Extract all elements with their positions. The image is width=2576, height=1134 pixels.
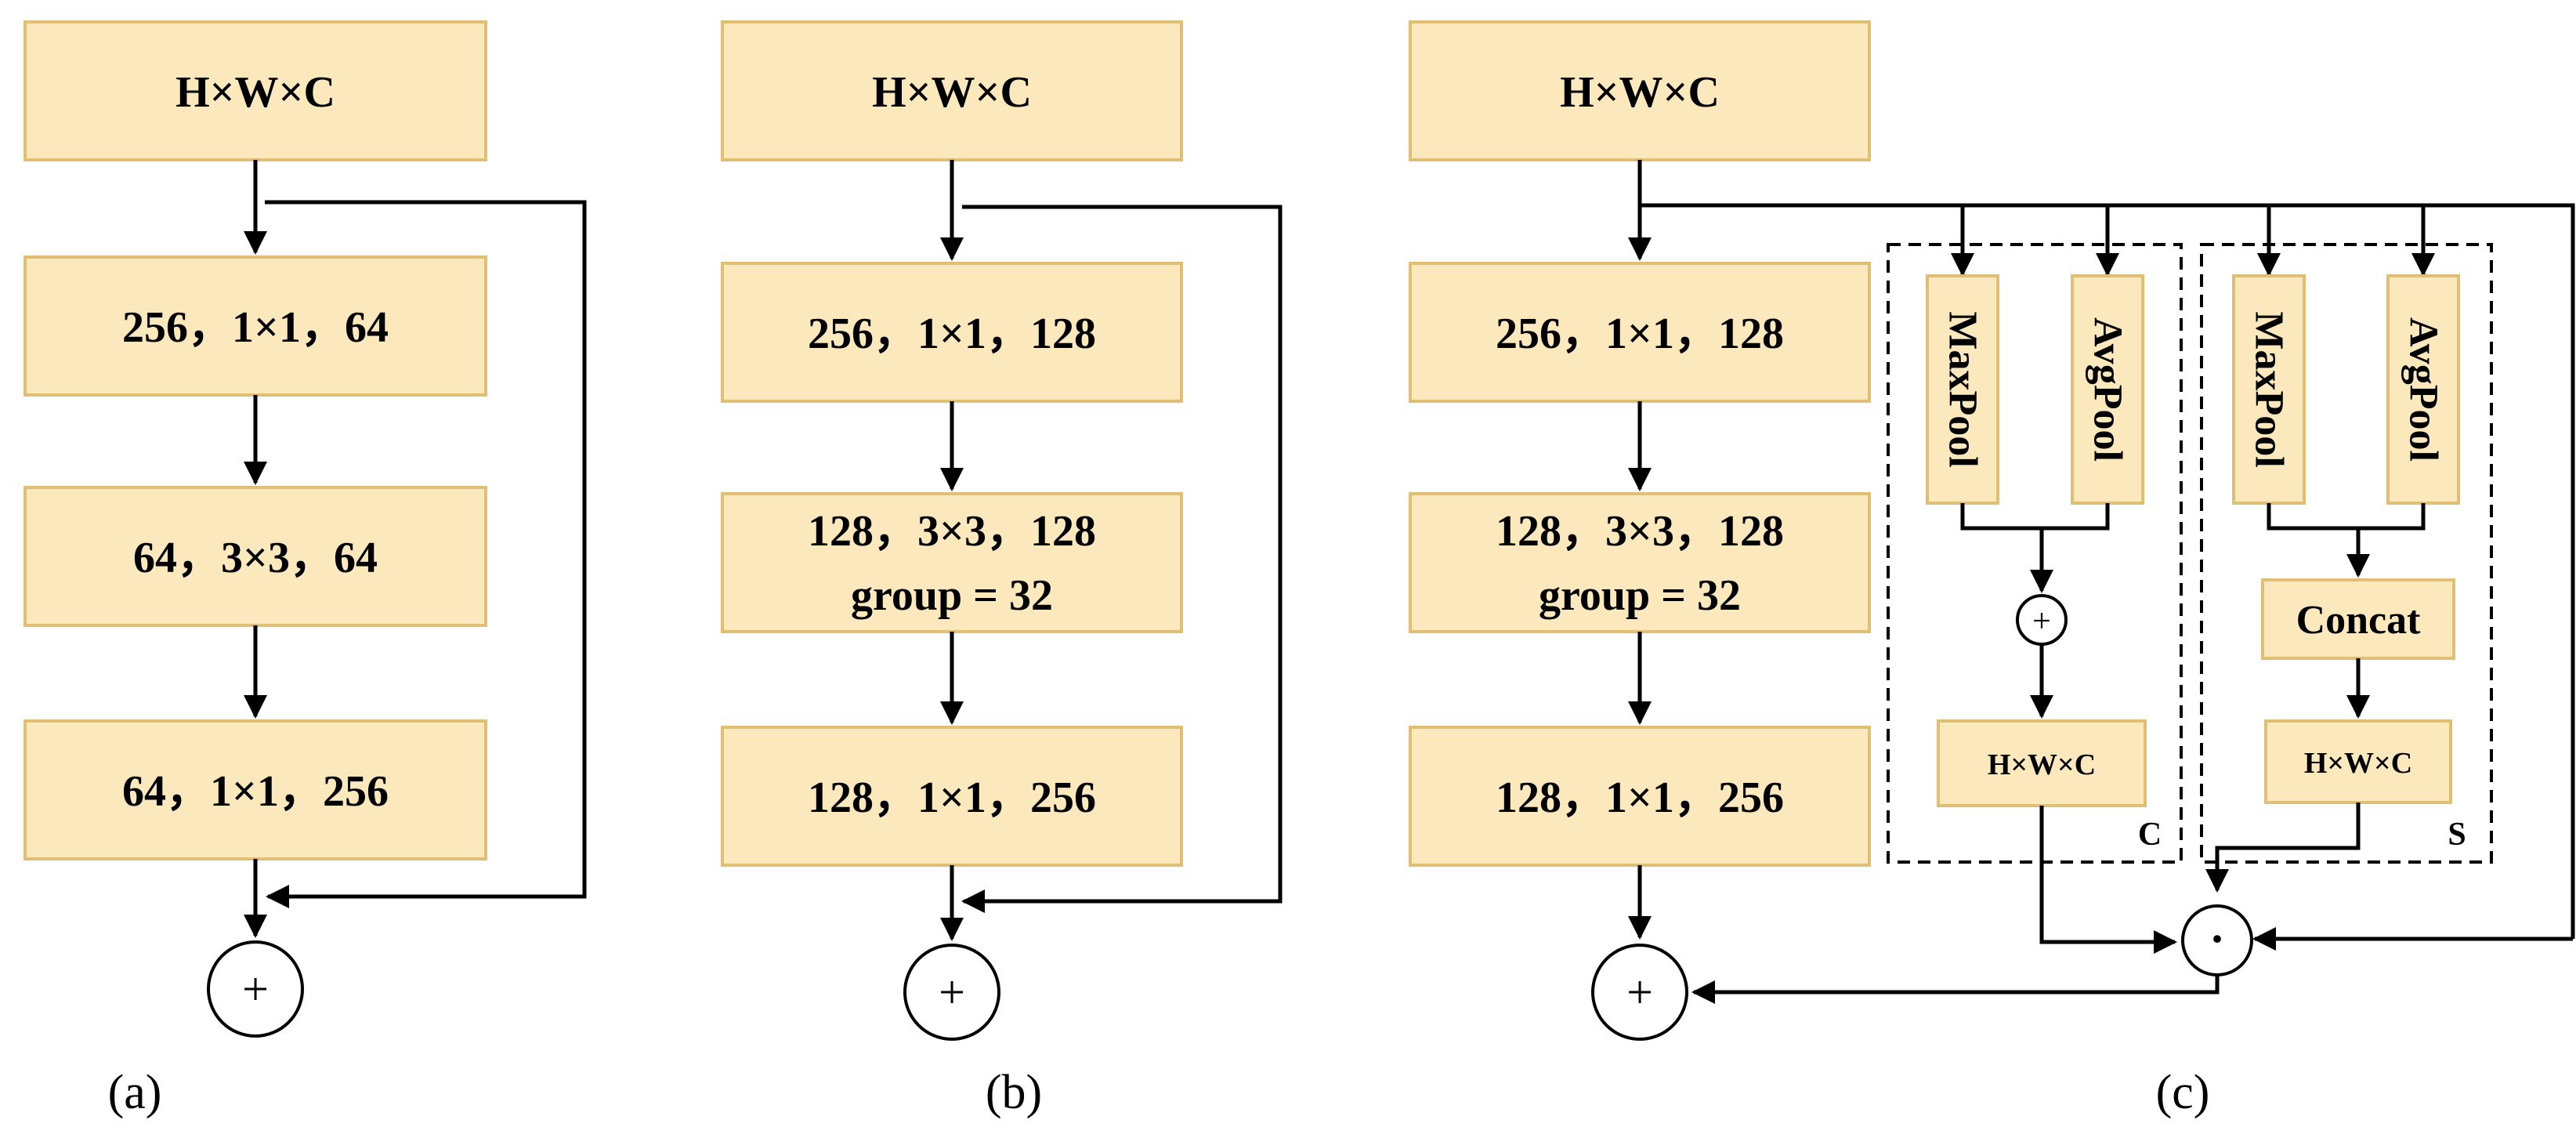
panel-c-multiply-symbol: ·	[2209, 913, 2225, 965]
panel-c-top-bus	[1640, 203, 2575, 939]
panel-b-layer3-label: 128，1×1，256	[808, 774, 1096, 822]
panel-c-layer1-label: 256，1×1，128	[1496, 310, 1784, 358]
panel-b-group-label: group = 32	[851, 571, 1053, 620]
panel-b-layer2-label: 128，3×3，128	[808, 507, 1096, 556]
panel-c-add-symbol: +	[1626, 966, 1653, 1018]
panel-a-add-node	[207, 940, 304, 1038]
panel-c-caption: (c)	[2156, 1066, 2210, 1119]
panel-c-add-node	[1591, 944, 1688, 1041]
panel-c-s-pool-join	[2267, 503, 2426, 531]
panel-c-layer2-box	[1409, 492, 1871, 633]
panel-c-c-maxpool-label: MaxPool	[1941, 311, 1985, 467]
panel-c-c-add-symbol: +	[2032, 603, 2051, 639]
panel-c-input-box	[1409, 20, 1871, 161]
panel-c-s-output-to-multiply	[2205, 802, 2361, 893]
panel-c-channel-block	[1887, 243, 2183, 864]
panel-c-layer1-box	[1409, 262, 1871, 403]
panel-a-skip-connection	[265, 200, 587, 908]
panel-c-c-output-to-multiply	[2039, 806, 2177, 954]
panel-c-layer3-box	[1409, 726, 1871, 867]
panel-c-s-concat-box	[2261, 578, 2455, 660]
panel-c-group-label: group = 32	[1539, 571, 1741, 620]
panel-c-c-maxpool-box	[1926, 274, 1999, 505]
panel-a-layer2-box	[24, 486, 487, 627]
panel-c-c-output-box	[1937, 719, 2147, 807]
panel-a-layer2-label: 64，3×3，64	[133, 534, 378, 582]
panel-a: H×W×C 256，1×1，64 64，3×3，64 64，1×1，256 + …	[24, 20, 587, 1119]
panel-a-layer1-label: 256，1×1，64	[122, 303, 389, 352]
panel-b: H×W×C 256，1×1，128 128，3×3，128 group = 32…	[721, 20, 1283, 1119]
panel-c-spatial-block	[2200, 243, 2493, 864]
panel-c-input-label: H×W×C	[1560, 68, 1720, 117]
panel-b-input-label: H×W×C	[872, 68, 1032, 117]
panel-c-s-concat-label: Concat	[2296, 598, 2422, 643]
panel-c: H×W×C 256，1×1，128 128，3×3，128 group = 32…	[1409, 20, 2575, 1119]
panel-c-s-avgpool-label: AvgPool	[2401, 317, 2446, 462]
panel-c-s-maxpool-label: MaxPool	[2247, 311, 2292, 467]
panel-b-layer3-box	[721, 726, 1183, 867]
panel-b-caption: (b)	[986, 1066, 1042, 1119]
panel-b-layer1-box	[721, 262, 1183, 403]
panel-a-caption: (a)	[108, 1066, 162, 1119]
panel-a-add-symbol: +	[242, 963, 269, 1015]
panel-c-layer3-label: 128，1×1，256	[1496, 774, 1784, 822]
panel-c-s-tag: S	[2448, 817, 2466, 853]
panel-c-s-maxpool-box	[2232, 274, 2306, 505]
panel-a-input-box	[24, 20, 487, 161]
panel-c-layer2-label: 128，3×3，128	[1496, 507, 1784, 556]
panel-c-s-output-box	[2264, 719, 2452, 804]
panel-b-skip-connection	[961, 205, 1283, 913]
panel-b-layer2-box	[721, 492, 1183, 633]
panel-a-layer3-label: 64，1×1，256	[122, 767, 389, 816]
panel-c-c-avgpool-label: AvgPool	[2086, 317, 2130, 462]
panel-c-c-tag: C	[2138, 817, 2162, 853]
panel-a-input-label: H×W×C	[175, 68, 335, 117]
panel-b-input-box	[721, 20, 1183, 161]
panel-c-multiply-to-add	[1691, 975, 2220, 1004]
panel-b-layer1-label: 256，1×1，128	[808, 310, 1096, 358]
panel-c-c-output-label: H×W×C	[1988, 748, 2096, 781]
panel-b-add-node	[903, 944, 1000, 1041]
panel-b-add-symbol: +	[939, 966, 965, 1018]
panel-a-layer1-box	[24, 255, 487, 397]
panel-a-layer3-box	[24, 719, 487, 860]
panel-c-s-output-label: H×W×C	[2304, 747, 2412, 780]
panel-c-c-pool-join	[1960, 503, 2110, 531]
panel-c-c-avgpool-box	[2071, 274, 2144, 505]
